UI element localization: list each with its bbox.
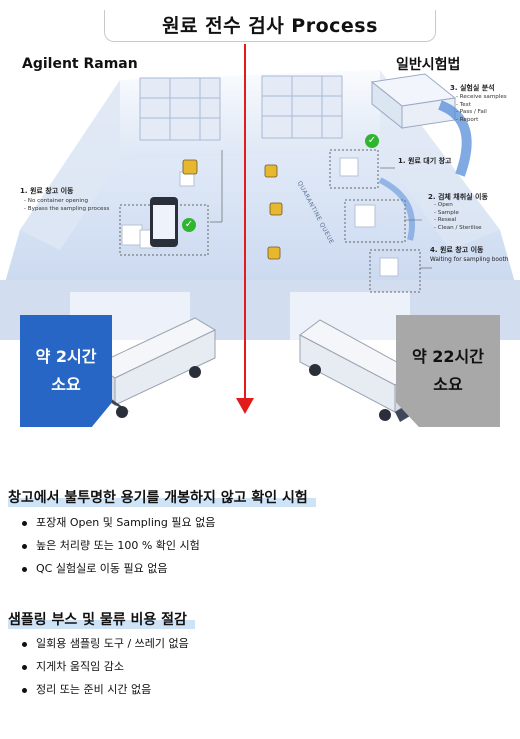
left-step-list: No container opening Bypass the sampling… — [24, 198, 110, 214]
divider-arrow-line — [244, 44, 246, 402]
right-step-3-title: 3. 실험실 분석 — [450, 84, 495, 92]
section-heading: 창고에서 불투명한 용기를 개봉하지 않고 확인 시험 — [8, 487, 316, 507]
right-step-3-list: Receive samples Test Pass / Fail Report — [456, 94, 507, 124]
check-icon: ✓ — [182, 218, 196, 232]
right-step-4-note: Waiting for sampling booth — [430, 257, 509, 263]
list-item: 지게차 움직임 감소 — [22, 659, 189, 682]
right-method-label: 일반시험법 — [396, 57, 461, 73]
list-item: Test — [456, 102, 507, 110]
list-item: Bypass the sampling process — [24, 206, 110, 214]
list-item: Receive samples — [456, 94, 507, 102]
list-item: Pass / Fail — [456, 109, 507, 117]
right-step-1-title: 1. 원료 대기 창고 — [398, 157, 452, 165]
list-item: 높은 처리량 또는 100 % 확인 시험 — [22, 538, 215, 561]
badge-line: 약 2시간 — [35, 347, 97, 366]
list-item: 정리 또는 준비 시간 없음 — [22, 682, 189, 705]
left-method-label: Agilent Raman — [22, 56, 138, 72]
badge-line: 소요 — [433, 375, 463, 394]
section-heading: 샘플링 부스 및 물류 비용 절감 — [8, 609, 195, 629]
arrow-down-icon — [236, 398, 254, 414]
process-diagram: 원료 전수 검사 Process Agilent Raman 일반시험법 1. … — [0, 0, 520, 470]
list-item: 포장재 Open 및 Sampling 필요 없음 — [22, 515, 215, 538]
page-title: 원료 전수 검사 Process — [104, 10, 436, 42]
badge-line: 소요 — [51, 375, 81, 394]
list-item: Sample — [434, 210, 482, 218]
right-step-4-title: 4. 원료 창고 이동 — [430, 246, 484, 254]
left-duration-badge: 약 2시간 소요 — [20, 315, 112, 427]
list-item: Report — [456, 117, 507, 125]
list-item: Clean / Sterilise — [434, 225, 482, 233]
list-item: Open — [434, 202, 482, 210]
section-1-list: 포장재 Open 및 Sampling 필요 없음 높은 처리량 또는 100 … — [22, 515, 215, 584]
section-2-list: 일회용 샘플링 도구 / 쓰레기 없음 지게차 움직임 감소 정리 또는 준비 … — [22, 636, 189, 705]
right-step-2-title: 2. 검체 채취실 이동 — [428, 193, 488, 201]
list-item: 일회용 샘플링 도구 / 쓰레기 없음 — [22, 636, 189, 659]
list-item: Reseal — [434, 217, 482, 225]
check-icon: ✓ — [365, 134, 379, 148]
list-item: QC 실험실로 이동 필요 없음 — [22, 561, 215, 584]
right-step-2-list: Open Sample Reseal Clean / Sterilise — [434, 202, 482, 232]
list-item: No container opening — [24, 198, 109, 206]
right-duration-badge: 약 22시간 소요 — [396, 315, 500, 427]
left-step-title: 1. 원료 창고 이동 — [20, 187, 74, 195]
badge-line: 약 22시간 — [412, 347, 484, 366]
